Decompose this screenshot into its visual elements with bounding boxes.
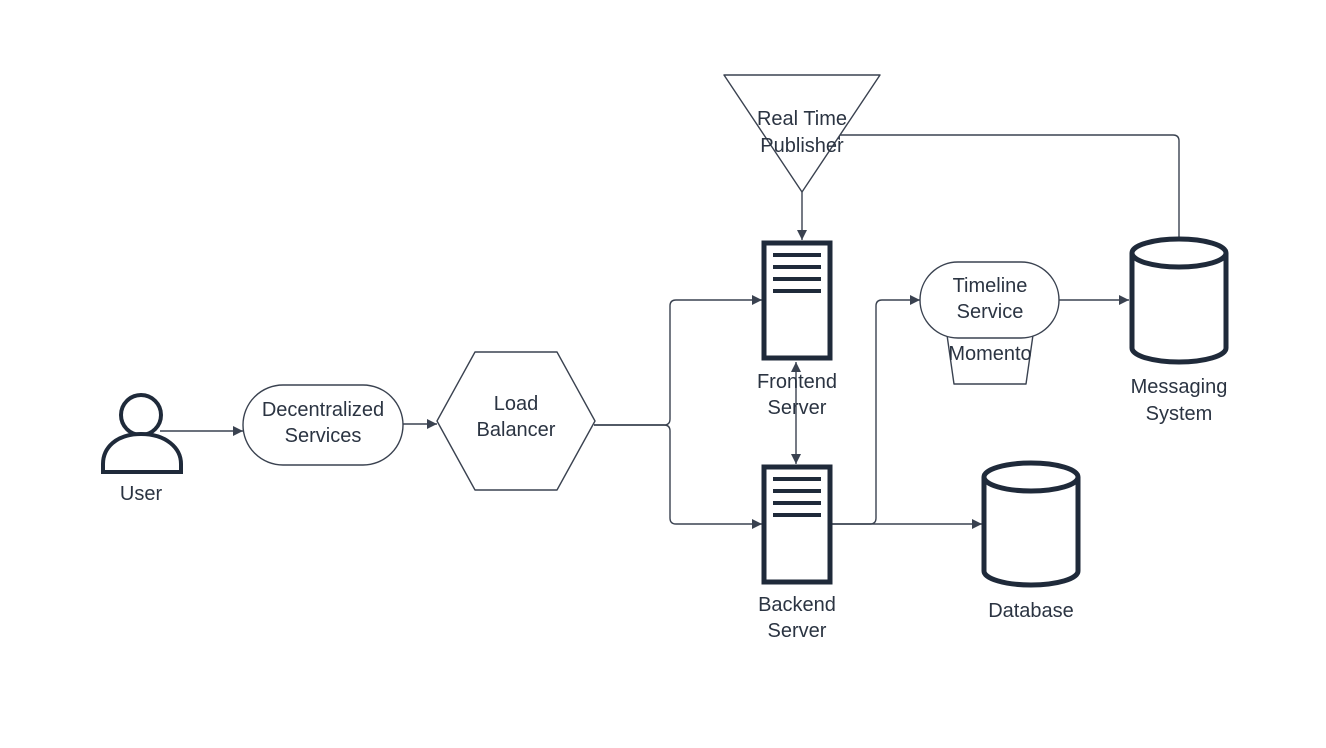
frontend-label-line2: Server <box>768 397 827 419</box>
frontend-server-node: Frontend Server <box>757 240 837 419</box>
edge-loadbalancer-to-frontend <box>594 295 762 426</box>
load-balancer-label-line1: Load <box>494 393 539 415</box>
publisher-label-line2: Publisher <box>760 135 844 157</box>
edge-messaging-to-publisher <box>830 130 1180 238</box>
server-icon <box>761 240 833 361</box>
publisher-triangle <box>723 74 881 193</box>
backend-label-line1: Backend <box>758 594 836 616</box>
messaging-system-node: Messaging System <box>1129 236 1229 425</box>
publisher-label-line1: Real Time <box>757 108 847 130</box>
backend-label-line2: Server <box>768 620 827 642</box>
load-balancer-hexagon <box>436 351 596 491</box>
timeline-service-node: Timeline Service Momento <box>919 261 1060 385</box>
decentralized-services-shape <box>242 384 404 466</box>
timeline-label-line1: Timeline <box>953 275 1028 297</box>
user-node: User <box>101 393 183 505</box>
messaging-label-line1: Messaging <box>1131 376 1228 398</box>
database-icon <box>981 460 1081 588</box>
decentralized-label-line2: Services <box>285 425 362 447</box>
edge-loadbalancer-to-backend <box>594 424 762 529</box>
server-icon <box>761 464 833 585</box>
database-icon <box>1129 236 1229 365</box>
backend-server-node: Backend Server <box>758 464 836 642</box>
user-icon <box>101 393 183 474</box>
load-balancer-node: Load Balancer <box>436 351 596 491</box>
frontend-label-line1: Frontend <box>757 371 837 393</box>
real-time-publisher-node: Real Time Publisher <box>723 74 881 193</box>
timeline-label-line2: Service <box>957 301 1024 323</box>
timeline-service-shape <box>919 261 1060 339</box>
momento-label: Momento <box>948 343 1031 365</box>
edge-backend-to-timeline <box>831 295 920 525</box>
user-label: User <box>120 483 163 505</box>
load-balancer-label-line2: Balancer <box>477 419 556 441</box>
database-label: Database <box>988 600 1074 622</box>
decentralized-services-node: Decentralized Services <box>242 384 404 466</box>
messaging-label-line2: System <box>1146 403 1213 425</box>
decentralized-label-line1: Decentralized <box>262 399 384 421</box>
database-node: Database <box>981 460 1081 622</box>
